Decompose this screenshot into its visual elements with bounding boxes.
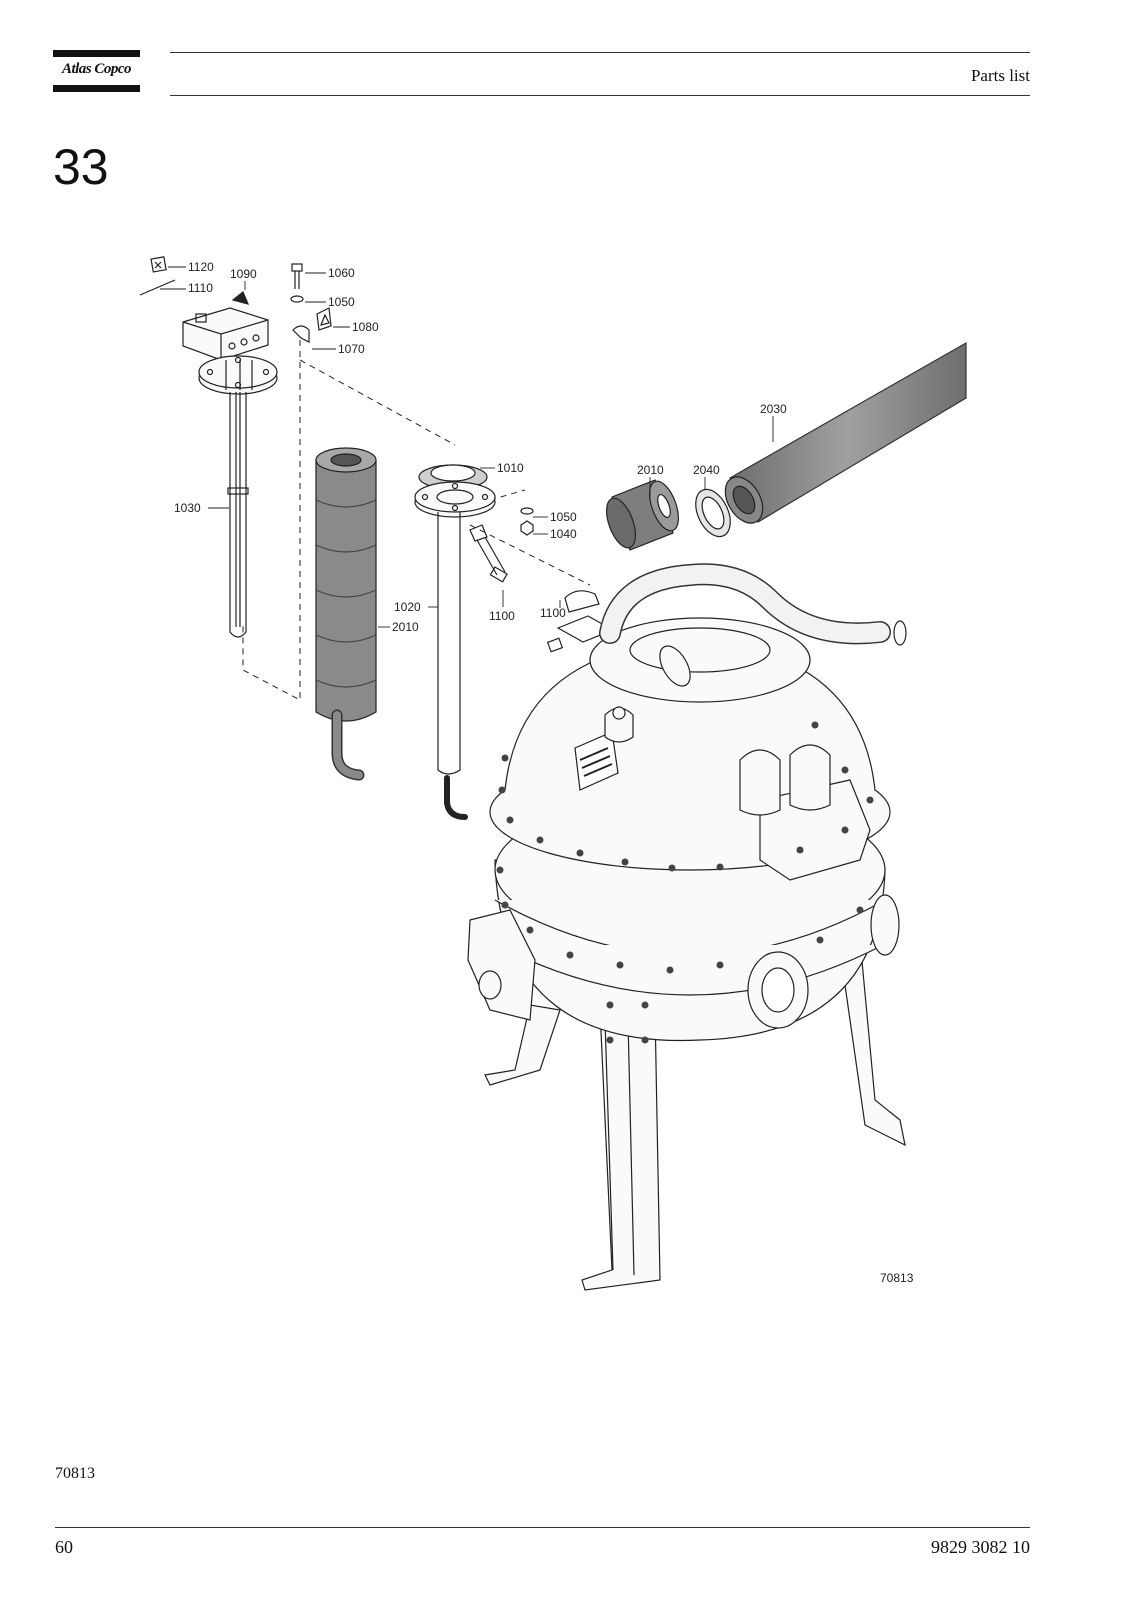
assembly-dash-lines bbox=[242, 340, 591, 701]
page-number: 60 bbox=[55, 1537, 73, 1557]
header-rule-top bbox=[170, 52, 1030, 53]
callout-1090: 1090 bbox=[230, 267, 257, 281]
callout-1100: 1100 bbox=[489, 609, 515, 623]
pressure-vessel bbox=[467, 563, 907, 1291]
callout-1050-b: 1050 bbox=[550, 510, 577, 524]
footer-rule bbox=[55, 1527, 1030, 1528]
part-1050-washer-b bbox=[520, 507, 534, 515]
callout-1030: 1030 bbox=[174, 501, 201, 515]
callout-2030: 2030 bbox=[760, 402, 787, 416]
logo-bar-bottom bbox=[53, 85, 140, 92]
part-1040-nut bbox=[520, 520, 534, 536]
part-1070-bracket bbox=[292, 325, 310, 343]
atlas-copco-logo: Atlas Copco bbox=[53, 50, 140, 92]
callout-1040: 1040 bbox=[550, 527, 577, 541]
part-2010-sleeve-short bbox=[606, 479, 679, 551]
drawing-id-label: 70813 bbox=[880, 1271, 914, 1285]
logo-text: Atlas Copco bbox=[61, 61, 132, 77]
callout-1050: 1050 bbox=[328, 295, 355, 309]
part-1020-tube bbox=[414, 464, 508, 820]
part-2030-pipe bbox=[724, 341, 967, 524]
callout-2040: 2040 bbox=[693, 463, 720, 477]
callout-labels: 1120 1110 1090 1060 1050 1080 1070 1030 … bbox=[174, 260, 787, 634]
part-1060-bolt bbox=[291, 263, 303, 289]
logo-bar-top bbox=[53, 50, 140, 57]
part-1050-washer bbox=[290, 295, 304, 303]
header-rule-bottom bbox=[170, 95, 1030, 96]
vessel-bolts bbox=[496, 721, 874, 1044]
callout-1100-b: 1100 bbox=[540, 606, 566, 620]
callout-leaders bbox=[160, 266, 774, 628]
callout-1010: 1010 bbox=[497, 461, 524, 475]
callout-1110: 1110 bbox=[188, 281, 213, 295]
figure-reference: 70813 bbox=[55, 1465, 95, 1482]
document-number: 9829 3082 10 bbox=[931, 1537, 1030, 1557]
header-title: Parts list bbox=[970, 66, 1030, 85]
part-1030-heater bbox=[182, 307, 278, 638]
part-2010-insulation bbox=[315, 447, 377, 781]
part-1080-label bbox=[316, 307, 332, 331]
callout-2010-b: 2010 bbox=[637, 463, 664, 477]
callout-1070: 1070 bbox=[338, 342, 365, 356]
callout-1120: 1120 bbox=[188, 260, 214, 274]
part-1110-cable-tie bbox=[139, 279, 176, 296]
callout-1020: 1020 bbox=[394, 600, 421, 614]
callout-1060: 1060 bbox=[328, 266, 355, 280]
section-number: 33 bbox=[53, 139, 109, 195]
part-1120-tag bbox=[150, 256, 167, 273]
callout-1080: 1080 bbox=[352, 320, 379, 334]
part-1090-warning-label bbox=[231, 291, 250, 305]
callout-2010: 2010 bbox=[392, 620, 419, 634]
part-2040-ring bbox=[695, 488, 731, 538]
